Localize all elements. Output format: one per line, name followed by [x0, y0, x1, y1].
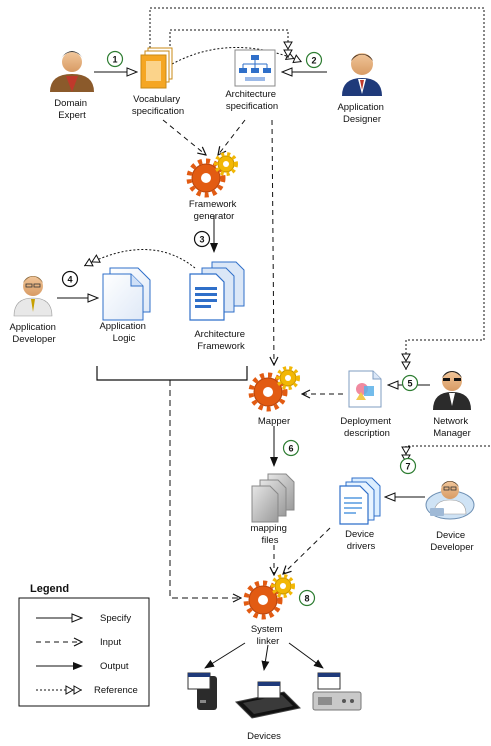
application-designer-label: Application Designer	[337, 102, 386, 125]
device-rack-icon	[312, 672, 362, 711]
architecture-spec-label: Architecture specification	[225, 89, 278, 112]
step-2: 2	[311, 56, 316, 66]
device-tablet-icon	[234, 681, 302, 719]
step-1: 1	[112, 55, 117, 65]
input-drivers-to-linker	[283, 527, 331, 574]
application-logic-document-icon	[102, 267, 151, 321]
output-linker-to-device1	[204, 642, 246, 669]
step-6: 6	[288, 444, 293, 454]
legend-title: Legend	[30, 583, 69, 595]
device-drivers-label: Device drivers	[345, 529, 377, 552]
reference-to-deployment	[149, 7, 485, 371]
framework-generator-gear-icon	[186, 152, 238, 198]
device-tower-icon	[187, 672, 217, 710]
connectors	[57, 7, 490, 671]
application-developer-icon	[13, 276, 53, 317]
legend-output-label: Output	[100, 661, 129, 672]
system-linker-gear-icon	[243, 574, 295, 620]
step-3: 3	[199, 235, 204, 245]
devices-label: Devices	[247, 731, 281, 742]
step-8: 8	[304, 594, 309, 604]
mapper-label: Mapper	[258, 416, 290, 427]
mapper-gear-icon	[248, 366, 300, 412]
output-linker-to-device3	[288, 642, 324, 669]
architecture-spec-icon	[234, 49, 276, 87]
deployment-description-icon	[348, 370, 382, 408]
mapping-files-label: mapping files	[250, 523, 289, 546]
output-linker-to-device2	[261, 644, 270, 671]
step-4: 4	[67, 275, 72, 285]
device-developer-icon	[425, 481, 475, 520]
reference-framework-to-logic	[83, 249, 196, 269]
deployment-description-label: Deployment description	[340, 416, 393, 439]
input-logic-framework-to-linker	[169, 380, 241, 598]
device-drivers-icon	[339, 477, 381, 525]
network-manager-icon	[433, 371, 471, 410]
legend-box	[18, 597, 150, 707]
vocabulary-spec-label: Vocabulary specification	[132, 94, 184, 117]
system-linker-label: System linker	[251, 624, 285, 647]
step-5: 5	[407, 379, 412, 389]
input-architecture-to-mapper	[272, 119, 274, 365]
domain-expert-icon	[50, 51, 94, 92]
step-7: 7	[405, 462, 410, 472]
legend: Legend Specify Input Output Reference	[18, 583, 150, 707]
input-architecture-to-generator	[218, 119, 246, 155]
architecture-framework-label: Architecture Framework	[194, 329, 247, 352]
framework-generator-label: Framework generator	[189, 199, 239, 222]
application-designer-icon	[342, 53, 382, 96]
legend-input-label: Input	[100, 637, 121, 648]
reference-vocabulary-to-architecture	[171, 47, 303, 65]
step-markers: 1 2 3 4 5 6 7 8	[61, 50, 419, 607]
architecture-framework-documents-icon	[189, 261, 245, 321]
legend-specify-label: Specify	[100, 613, 131, 624]
legend-reference-label: Reference	[94, 685, 138, 696]
input-vocabulary-to-generator	[162, 119, 206, 155]
domain-expert-label: Domain Expert	[54, 98, 89, 121]
mapping-files-icon	[251, 473, 295, 523]
application-logic-label: Application Logic	[99, 321, 148, 344]
reference-top-to-architecture	[169, 29, 293, 59]
vocabulary-document-icon	[140, 47, 173, 89]
reference-to-drivers	[401, 445, 490, 464]
application-developer-label: Application Developer	[9, 322, 58, 345]
device-developer-label: Device Developer	[430, 530, 473, 553]
logic-framework-bracket	[96, 366, 248, 381]
network-manager-label: Network Manager	[433, 416, 471, 439]
